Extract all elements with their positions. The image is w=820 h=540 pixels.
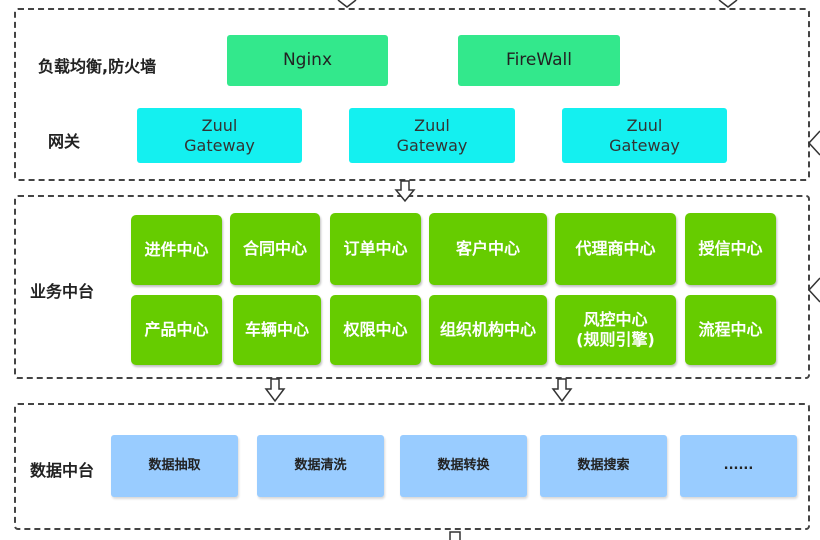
data-layer bbox=[14, 403, 810, 530]
gateway-line2: Gateway bbox=[396, 135, 468, 155]
firewall-box: FireWall bbox=[458, 35, 620, 86]
data-item-box: 数据抽取 bbox=[111, 435, 238, 497]
data-item-box: 数据转换 bbox=[400, 435, 527, 497]
down-arrow-icon bbox=[337, 0, 357, 8]
risk-control-note: (规则引擎) bbox=[576, 330, 655, 349]
zuul-gateway-box: Zuul Gateway bbox=[137, 108, 302, 163]
risk-control-center-box: 风控中心 (规则引擎) bbox=[555, 295, 676, 365]
gateway-line1: Zuul bbox=[201, 115, 238, 135]
business-center-box: 产品中心 bbox=[131, 295, 222, 365]
business-center-box: 权限中心 bbox=[330, 295, 421, 365]
business-center-box: 代理商中心 bbox=[555, 213, 676, 285]
zuul-gateway-box: Zuul Gateway bbox=[349, 108, 515, 163]
business-center-box: 合同中心 bbox=[230, 213, 320, 285]
business-platform-label: 业务中台 bbox=[30, 282, 95, 301]
left-arrow-icon bbox=[807, 130, 820, 156]
down-arrow-icon bbox=[394, 180, 416, 203]
business-center-box: 流程中心 bbox=[685, 295, 776, 365]
business-center-box: 订单中心 bbox=[330, 213, 421, 285]
gateway-line2: Gateway bbox=[609, 135, 680, 155]
gateway-label: 网关 bbox=[48, 132, 81, 151]
data-item-box: 数据清洗 bbox=[257, 435, 384, 497]
business-center-box: 进件中心 bbox=[131, 215, 222, 285]
business-layer bbox=[14, 195, 810, 379]
gateway-line1: Zuul bbox=[626, 115, 663, 135]
data-item-box: ...... bbox=[680, 435, 797, 497]
business-center-box: 车辆中心 bbox=[233, 295, 321, 365]
risk-control-title: 风控中心 bbox=[583, 310, 648, 329]
gateway-line2: Gateway bbox=[184, 135, 255, 155]
up-arrow-icon bbox=[449, 531, 461, 540]
load-balancer-firewall-label: 负载均衡,防火墙 bbox=[38, 57, 157, 76]
down-arrow-icon bbox=[264, 378, 286, 403]
business-center-box: 授信中心 bbox=[685, 213, 776, 285]
data-item-box: 数据搜索 bbox=[540, 435, 667, 497]
business-center-box: 组织机构中心 bbox=[429, 295, 547, 365]
data-platform-label: 数据中台 bbox=[30, 461, 95, 480]
gateway-line1: Zuul bbox=[414, 115, 450, 135]
down-arrow-icon bbox=[551, 378, 573, 403]
down-arrow-icon bbox=[718, 0, 738, 8]
zuul-gateway-box: Zuul Gateway bbox=[562, 108, 727, 163]
gateway-layer bbox=[14, 8, 810, 181]
nginx-box: Nginx bbox=[227, 35, 388, 86]
business-center-box: 客户中心 bbox=[429, 213, 547, 285]
left-arrow-icon bbox=[807, 277, 820, 303]
